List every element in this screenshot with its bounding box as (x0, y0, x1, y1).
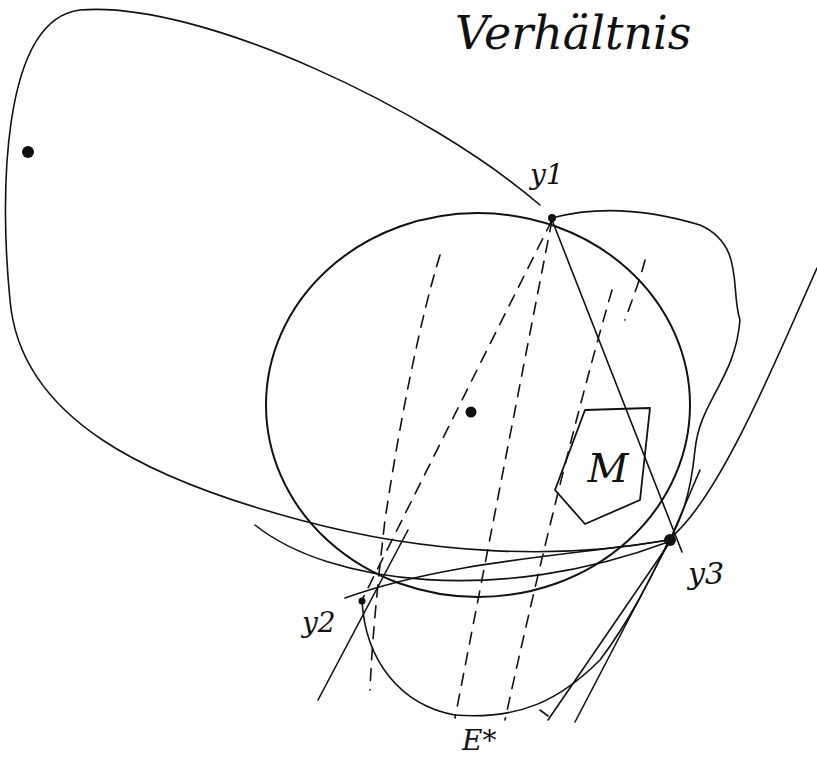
node-label: M (588, 446, 629, 490)
point-label: E* (462, 724, 496, 757)
title-text: Verhältnis (455, 6, 691, 60)
point-label: y2 (302, 606, 336, 639)
point-label: y1 (530, 158, 564, 191)
point-label: y3 (688, 556, 724, 591)
pentagon-shape: M (552, 404, 656, 528)
